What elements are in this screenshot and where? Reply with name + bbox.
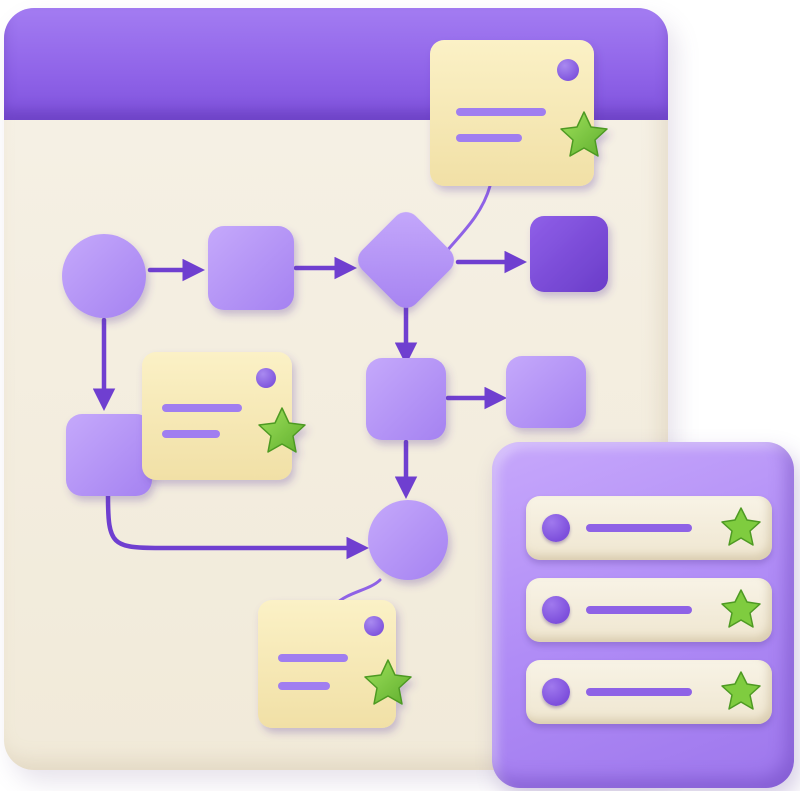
star-icon (560, 111, 608, 157)
list-item (526, 660, 772, 724)
list-item (526, 496, 772, 560)
star-icon (721, 671, 761, 710)
end-node (530, 216, 608, 292)
process-node (366, 358, 446, 440)
star-icon (721, 507, 761, 546)
merge-node (368, 500, 448, 580)
bullet-dot (542, 678, 570, 706)
link-note-top (444, 184, 492, 254)
list-item (526, 578, 772, 642)
text-placeholder-line (586, 524, 692, 532)
text-placeholder-line (586, 688, 692, 696)
bullet-dot (542, 514, 570, 542)
star-icon (721, 589, 761, 628)
note-card (142, 352, 306, 480)
arrow-step2-to-merge (105, 493, 369, 560)
process-node (66, 414, 152, 496)
start-node (62, 234, 146, 318)
star-icon (258, 407, 306, 453)
decision-node (358, 212, 454, 308)
task-list-panel (492, 442, 794, 788)
note-card (258, 600, 412, 728)
process-node (506, 356, 586, 428)
bullet-dot (542, 596, 570, 624)
star-icon (364, 659, 412, 705)
text-placeholder-line (586, 606, 692, 614)
process-node (208, 226, 294, 310)
note-card (430, 40, 608, 186)
